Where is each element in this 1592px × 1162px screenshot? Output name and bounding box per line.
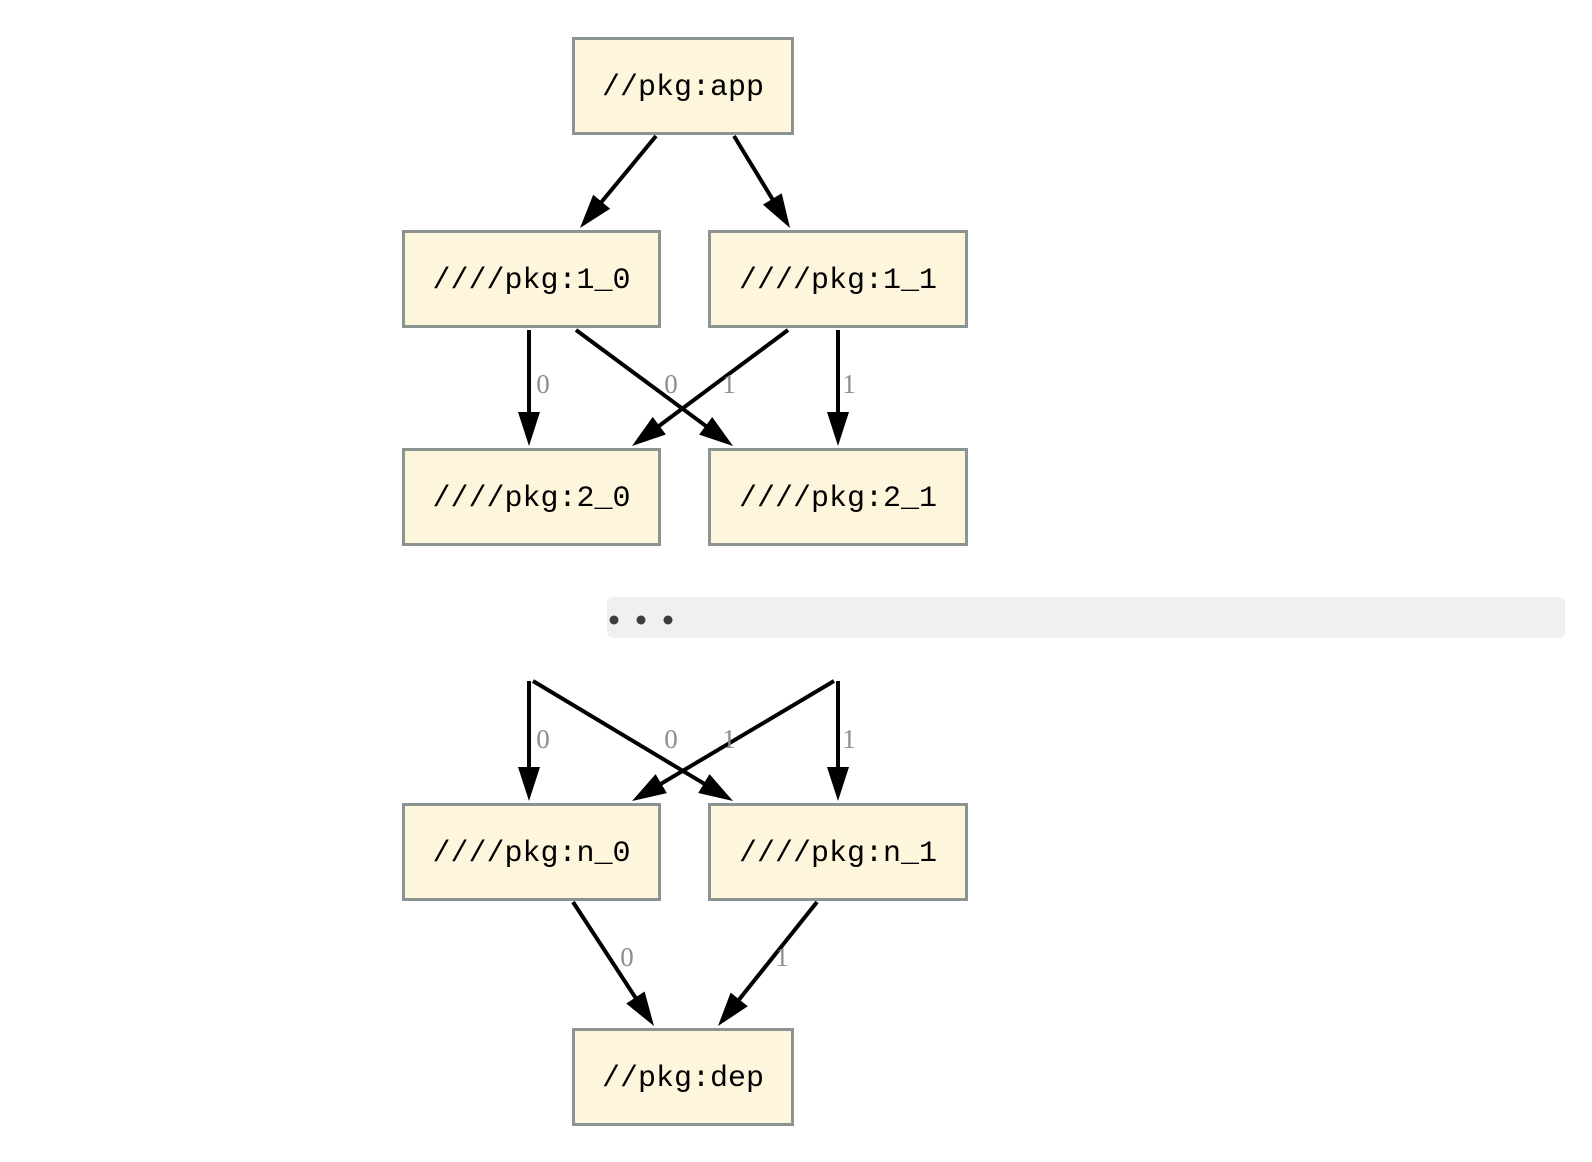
ellipsis-dot (609, 615, 619, 625)
graph-edge: 1 (827, 330, 856, 446)
edge-line (656, 679, 836, 788)
edge-arrowhead (827, 767, 849, 801)
graph-edge: 0 (518, 681, 550, 801)
graph-edge: 1 (632, 679, 836, 801)
node-label: //pkg:app (602, 71, 764, 105)
edge-label: 0 (536, 724, 550, 754)
node-box[interactable] (572, 1028, 794, 1126)
graph-edge: 0 (574, 328, 733, 446)
node-label: ////pkg:2_0 (432, 482, 630, 516)
ellipsis-dot (636, 615, 646, 625)
ellipsis-band (607, 597, 1565, 638)
edge-line (654, 328, 790, 430)
edge-label: 0 (664, 369, 678, 399)
graph-node-n2_1[interactable]: ////pkg:2_1 (708, 448, 968, 546)
graph-node-n1_1[interactable]: ////pkg:1_1 (708, 230, 968, 328)
edge-line (597, 134, 658, 207)
graph-edge: 0 (531, 679, 733, 801)
node-label: ////pkg:1_1 (739, 264, 937, 298)
edge-line (571, 900, 640, 1002)
edge-arrowhead (518, 412, 540, 446)
edge-label: 0 (620, 942, 634, 972)
edge-label: 1 (722, 724, 736, 754)
edge-arrowhead (632, 774, 667, 801)
edge-line (531, 679, 709, 788)
node-box[interactable] (708, 230, 968, 328)
edge-label: 0 (536, 369, 550, 399)
graph-edge: 0 (571, 900, 654, 1026)
node-box[interactable] (708, 448, 968, 546)
edge-arrowhead (580, 194, 611, 228)
graph-node-n1_0[interactable]: ////pkg:1_0 (402, 230, 661, 328)
ellipsis-dot (663, 615, 673, 625)
graph-node-nn_0[interactable]: ////pkg:n_0 (402, 803, 661, 901)
node-box[interactable] (708, 803, 968, 901)
edge-label: 0 (664, 724, 678, 754)
edge-label: 1 (775, 942, 789, 972)
node-box[interactable] (572, 37, 794, 135)
edge-arrowhead (626, 991, 654, 1026)
edge-label: 1 (842, 369, 856, 399)
graph-node-dep[interactable]: //pkg:dep (572, 1028, 794, 1126)
edge-arrowhead (762, 193, 790, 228)
node-label: ////pkg:2_1 (739, 482, 937, 516)
node-box[interactable] (402, 803, 661, 901)
edge-arrowhead (632, 416, 666, 446)
graph-edge: 1 (632, 328, 790, 446)
graph-edge (732, 134, 790, 228)
node-label: //pkg:dep (602, 1062, 764, 1096)
edge-arrowhead (518, 767, 540, 801)
edge-line (574, 328, 711, 430)
nodes-layer: //pkg:app ////pkg:1_0 ////pkg:1_1 ////pkg:2… (402, 37, 968, 1126)
graph-node-n2_0[interactable]: ////pkg:2_0 (402, 448, 661, 546)
node-label: ////pkg:n_0 (432, 837, 630, 871)
edge-label: 1 (842, 724, 856, 754)
graph-edge: 1 (718, 900, 819, 1026)
node-label: ////pkg:1_0 (432, 264, 630, 298)
edge-arrowhead (698, 774, 733, 801)
graph-node-app[interactable]: //pkg:app (572, 37, 794, 135)
ellipsis-layer (607, 597, 1565, 638)
edges-layer: 0 0 1 1 0 0 1 1 0 1 (518, 134, 856, 1026)
graph-edge: 0 (518, 330, 550, 446)
node-box[interactable] (402, 448, 661, 546)
edge-label: 1 (722, 369, 736, 399)
edge-line (735, 900, 819, 1004)
edge-arrowhead (718, 992, 748, 1026)
graph-edge (580, 134, 658, 228)
node-box[interactable] (402, 230, 661, 328)
graph-node-nn_1[interactable]: ////pkg:n_1 (708, 803, 968, 901)
graph-edge: 1 (827, 681, 856, 801)
edge-arrowhead (699, 416, 733, 446)
node-label: ////pkg:n_1 (739, 837, 937, 871)
edge-arrowhead (827, 412, 849, 446)
edge-line (732, 134, 777, 204)
